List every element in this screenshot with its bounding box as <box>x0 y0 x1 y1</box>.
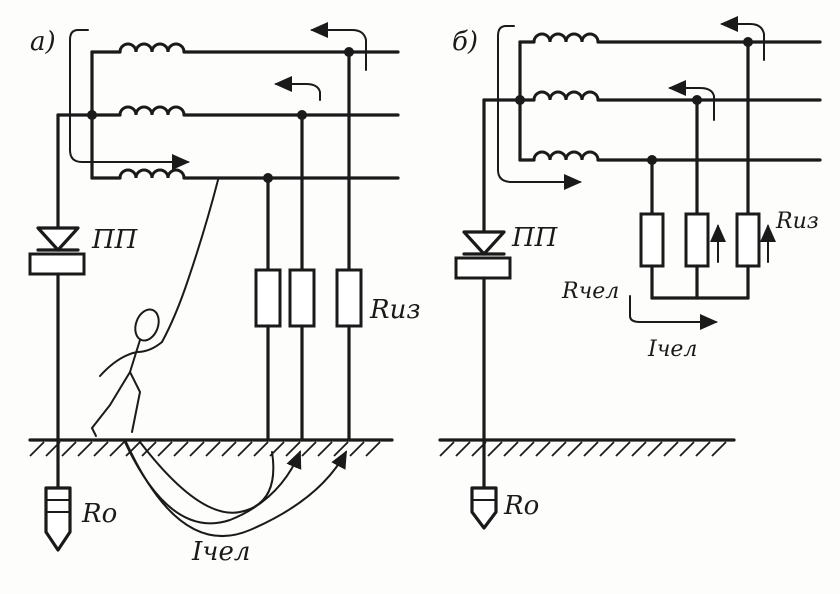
panel-a-ground <box>28 438 394 457</box>
panel-b-insulation-label: Rиз <box>775 209 819 234</box>
panel-b-phase-lines <box>596 37 822 165</box>
panel-b-breakdown-fuse <box>454 98 512 442</box>
panel-a: а) <box>28 22 421 567</box>
panel-b-ground <box>438 438 736 457</box>
panel-b-current-label: Iчел <box>647 337 697 362</box>
person-touching-phase <box>91 179 219 437</box>
panel-b-human-current-arrow <box>629 295 718 330</box>
panel-a-insulation-label: Rиз <box>369 295 421 325</box>
panel-b-label: б) <box>452 27 478 57</box>
panel-a-transformer-windings <box>118 42 186 179</box>
panel-b: б) <box>438 16 822 530</box>
panel-a-label: а) <box>30 27 56 57</box>
panel-b-star-point <box>482 40 536 162</box>
panel-b-human-resistance-label: Rчел <box>561 279 619 304</box>
panel-a-insulation-resistors <box>254 50 363 442</box>
panel-a-phase-lines <box>182 47 400 183</box>
panel-b-current-flow-arrows <box>497 16 765 190</box>
panel-a-ground-current-loops <box>123 439 347 538</box>
panel-a-device-label: ПП <box>91 225 139 255</box>
panel-a-breakdown-fuse <box>28 113 86 442</box>
panel-a-current-label: Iчел <box>191 537 250 567</box>
panel-a-current-flow-arrows <box>69 22 367 170</box>
panel-b-ground-electrode <box>470 438 498 530</box>
panel-b-device-label: ПП <box>511 223 559 253</box>
panel-b-transformer-windings <box>532 32 600 161</box>
panel-a-star-point <box>56 50 122 180</box>
panel-a-ground-label: Ro <box>81 499 117 529</box>
panel-b-insulation-resistors <box>639 40 776 300</box>
panel-b-ground-label: Ro <box>503 491 539 521</box>
panel-a-ground-electrode <box>44 438 72 552</box>
